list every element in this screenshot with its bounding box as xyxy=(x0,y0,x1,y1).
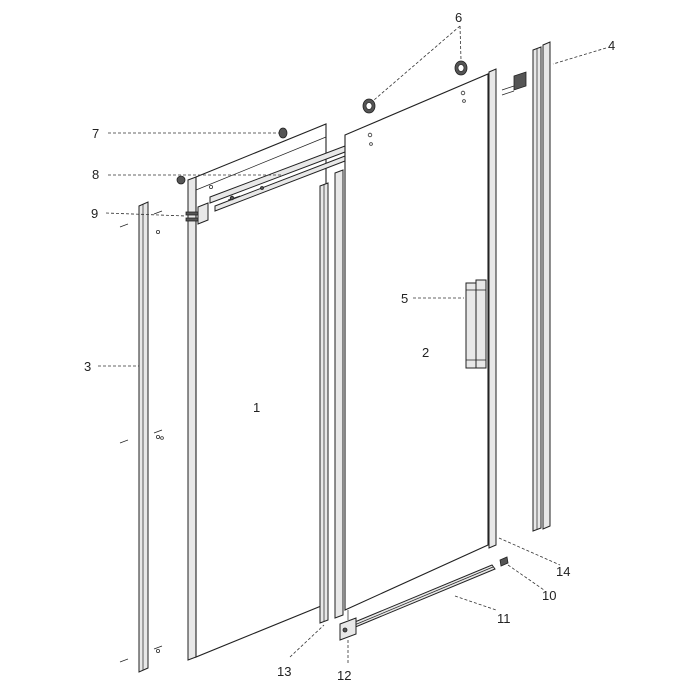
door-edge-seal xyxy=(488,68,497,549)
callout-4: 4 xyxy=(608,38,615,53)
callout-8: 8 xyxy=(92,167,99,182)
callout-labels: 1 2 3 4 5 6 7 8 9 10 11 12 13 14 xyxy=(84,10,615,683)
callout-9: 9 xyxy=(91,206,98,221)
callout-14: 14 xyxy=(556,564,570,579)
middle-seal-strip xyxy=(319,169,344,624)
bottom-guide-clip xyxy=(339,610,357,641)
wall-screws-left xyxy=(119,210,164,663)
callout-10: 10 xyxy=(542,588,556,603)
callout-13: 13 xyxy=(277,664,291,679)
end-stopper xyxy=(499,556,509,567)
sliding-glass-door xyxy=(344,60,489,611)
callout-6: 6 xyxy=(455,10,462,25)
callout-1: 1 xyxy=(253,400,260,415)
callout-2: 2 xyxy=(422,345,429,360)
door-handle xyxy=(465,279,487,369)
callout-7: 7 xyxy=(92,126,99,141)
callout-11: 11 xyxy=(497,611,511,626)
roller-set xyxy=(362,60,468,146)
callout-3: 3 xyxy=(84,359,91,374)
leader-lines xyxy=(98,25,607,665)
callout-12: 12 xyxy=(337,668,351,683)
rail-bracket xyxy=(185,202,209,225)
fixed-glass-panel xyxy=(187,123,327,661)
wall-profile-left xyxy=(119,201,164,673)
wall-profile-right xyxy=(501,41,551,532)
callout-5: 5 xyxy=(401,291,408,306)
